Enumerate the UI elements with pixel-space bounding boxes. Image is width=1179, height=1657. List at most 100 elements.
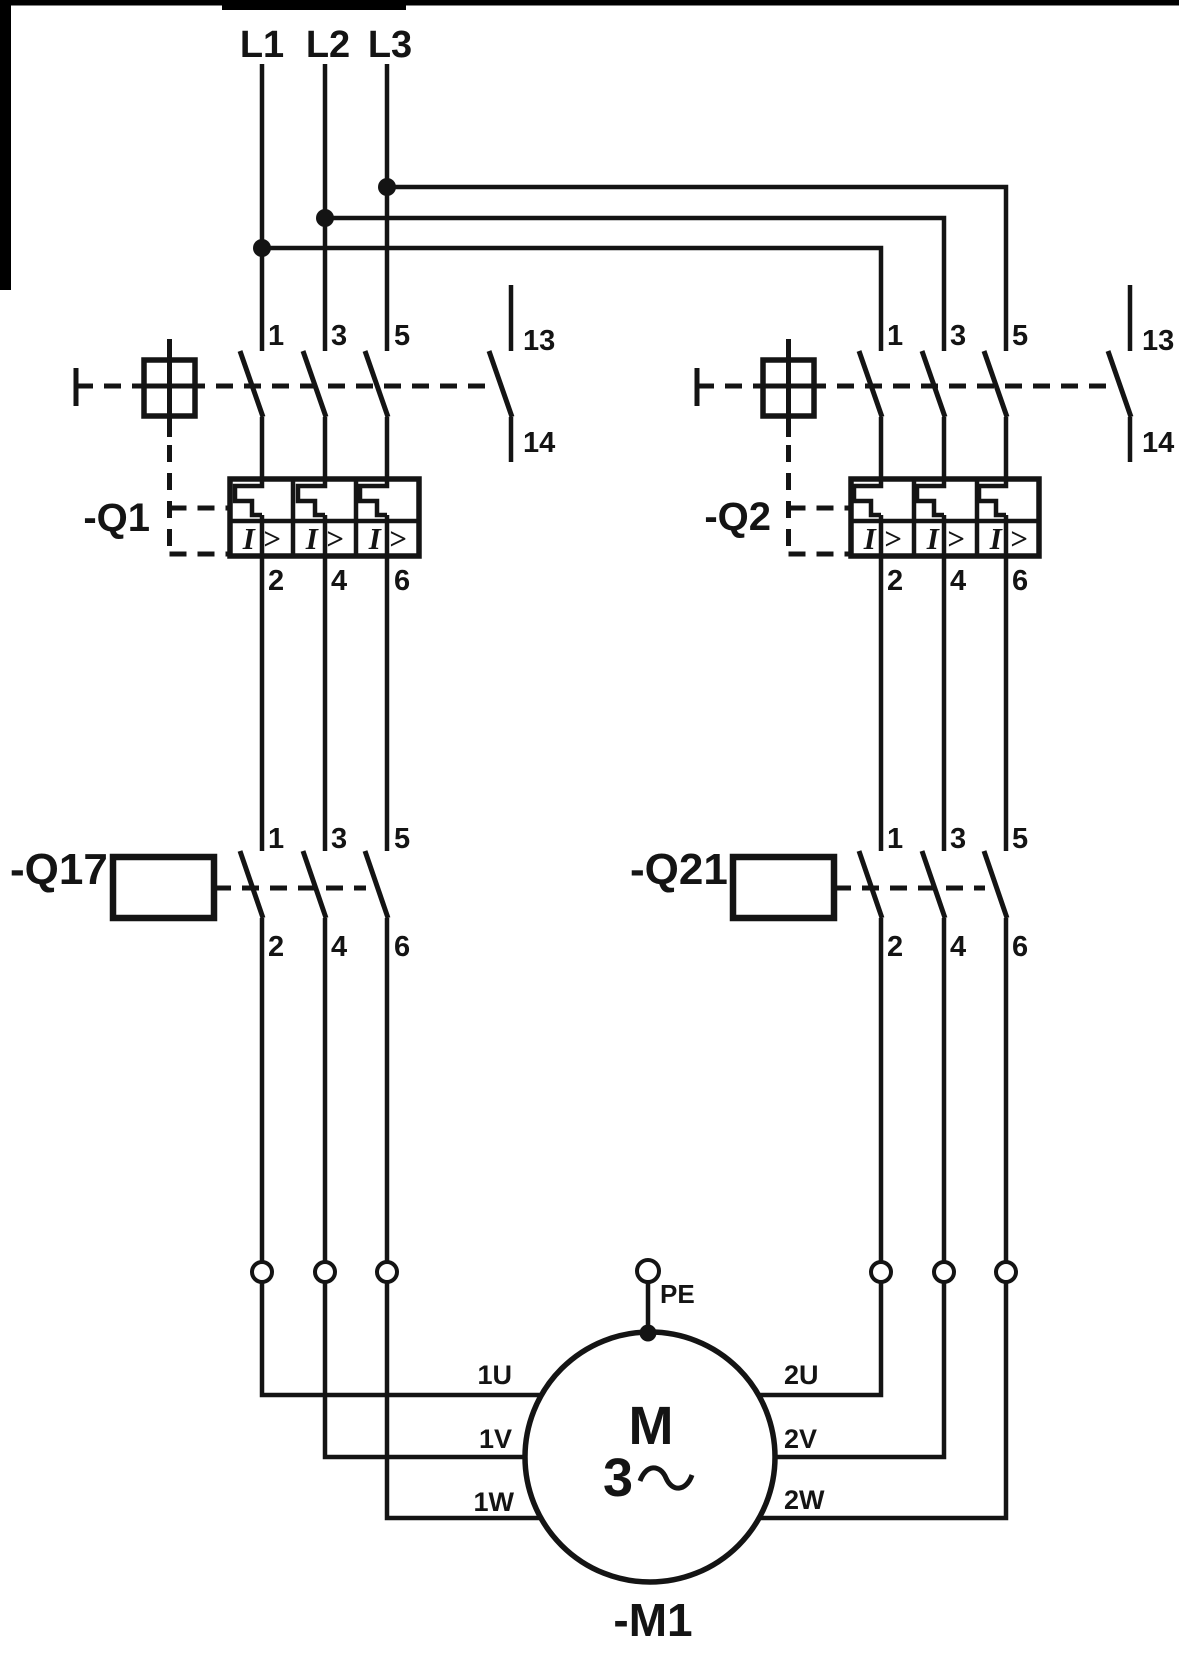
terminal-label: 4 [950,931,966,963]
terminal-label: 5 [394,823,410,855]
breaker-q2: -Q2 1 3 5 I > I > I > 2 4 6 13 14 [694,285,1174,597]
contact-blade [300,350,329,418]
breaker-label: -Q1 [83,496,150,540]
breaker-q1: -Q1 1 3 5 I > I > I > 2 4 6 13 14 [73,285,555,597]
terminal-label: 6 [394,931,410,963]
motor-terminal-label: 2W [784,1485,825,1515]
contactor-coil [109,853,218,922]
terminal-circle [869,1260,893,1284]
motor-label: -M1 [613,1594,692,1646]
phase-label-l2: L2 [306,24,350,66]
terminal-label: 5 [394,320,410,352]
contactor-label: -Q17 [10,845,108,894]
terminal-label: 3 [950,823,966,855]
terminal-label: 5 [1012,823,1028,855]
terminal-label: 6 [1012,565,1028,597]
motor-terminal-label: 2U [784,1360,819,1390]
terminal-label: 2 [268,931,284,963]
junction-dot [253,239,271,257]
terminal-label: 4 [950,565,966,597]
intermediate-wires [259,515,1009,851]
phase-label-l3: L3 [368,24,412,66]
aux-terminal-label: 13 [523,325,555,357]
terminal-circle [994,1260,1018,1284]
terminal-circle [932,1260,956,1284]
contactor-coil [729,853,838,922]
terminal-label: 2 [887,931,903,963]
wire-2v [775,918,947,1460]
contact-blade [919,850,948,919]
thermal-release-symbol [851,479,884,518]
thermal-release-symbol [295,479,328,518]
aux-terminal-label: 14 [523,427,555,459]
wire-2w [758,918,1009,1521]
ac-tilde-symbol [637,1465,695,1491]
motor-circle [522,1329,778,1585]
thermal-release-symbol [914,479,947,518]
terminal-circle [250,1260,274,1284]
motor-letter: M [629,1396,674,1456]
aux-terminal-label: 14 [1142,427,1174,459]
thermal-release-symbol [976,479,1009,518]
aux-contact-blade [1105,350,1134,418]
aux-terminal-label: 13 [1142,325,1174,357]
contact-blade [362,350,391,418]
motor-feed-wires [250,918,1018,1521]
wire-1v [322,918,525,1460]
contactor-q21: -Q21 1 3 5 2 4 6 [630,823,1028,963]
supply-section: L1 L2 L3 [240,24,1009,351]
pe-label: PE [660,1279,695,1309]
aux-contact-blade [486,350,515,418]
terminal-label: 5 [1012,320,1028,352]
top-border-bar-thick [222,0,406,10]
terminal-label: 2 [887,565,903,597]
terminal-label: 6 [1012,931,1028,963]
terminal-label: 3 [331,320,347,352]
terminal-label: 1 [268,320,284,352]
wire-feed-l1 [262,245,884,351]
wire-2u [758,918,884,1398]
contact-blade [981,350,1010,418]
contactor-q17: -Q17 1 3 5 2 4 6 [10,823,410,963]
junction-dot [378,178,396,196]
terminal-label: 1 [268,823,284,855]
breaker-label: -Q2 [704,495,771,539]
thermal-release-symbol [357,479,390,518]
pe-terminal-circle [635,1258,661,1284]
contact-blade [856,350,885,418]
contact-blade [362,850,391,919]
junction-dot [316,209,334,227]
motor-m1: PE M 3 1U 1V 1W 2U 2V 2W -M1 [474,1258,825,1646]
terminal-label: 2 [268,565,284,597]
contact-blade [856,850,885,919]
phase-label-l1: L1 [240,24,284,66]
wire-feed-l3 [387,184,1009,351]
motor-phase-count: 3 [603,1448,633,1508]
motor-terminal-label: 1W [474,1487,515,1517]
contactor-label: -Q21 [630,845,728,894]
motor-terminal-label: 1V [479,1424,512,1454]
contact-blade [237,850,266,919]
terminal-label: 3 [331,823,347,855]
thermal-release-symbol [232,479,265,518]
contact-blade [237,350,266,418]
pe-junction-dot [639,1324,657,1342]
wire-feed-l2 [325,215,947,351]
terminal-label: 6 [394,565,410,597]
terminal-circle [313,1260,337,1284]
contact-blade [981,850,1010,919]
motor-terminal-label: 1U [477,1360,512,1390]
top-border-bar [0,0,1179,6]
wire-1w [384,918,541,1521]
terminal-label: 1 [887,823,903,855]
contact-blade [919,350,948,418]
motor-terminal-label: 2V [784,1424,817,1454]
left-border-strip [0,0,11,290]
terminal-label: 1 [887,320,903,352]
contact-blade [300,850,329,919]
terminal-label: 3 [950,320,966,352]
terminal-label: 4 [331,565,347,597]
wire-1u [259,918,541,1398]
